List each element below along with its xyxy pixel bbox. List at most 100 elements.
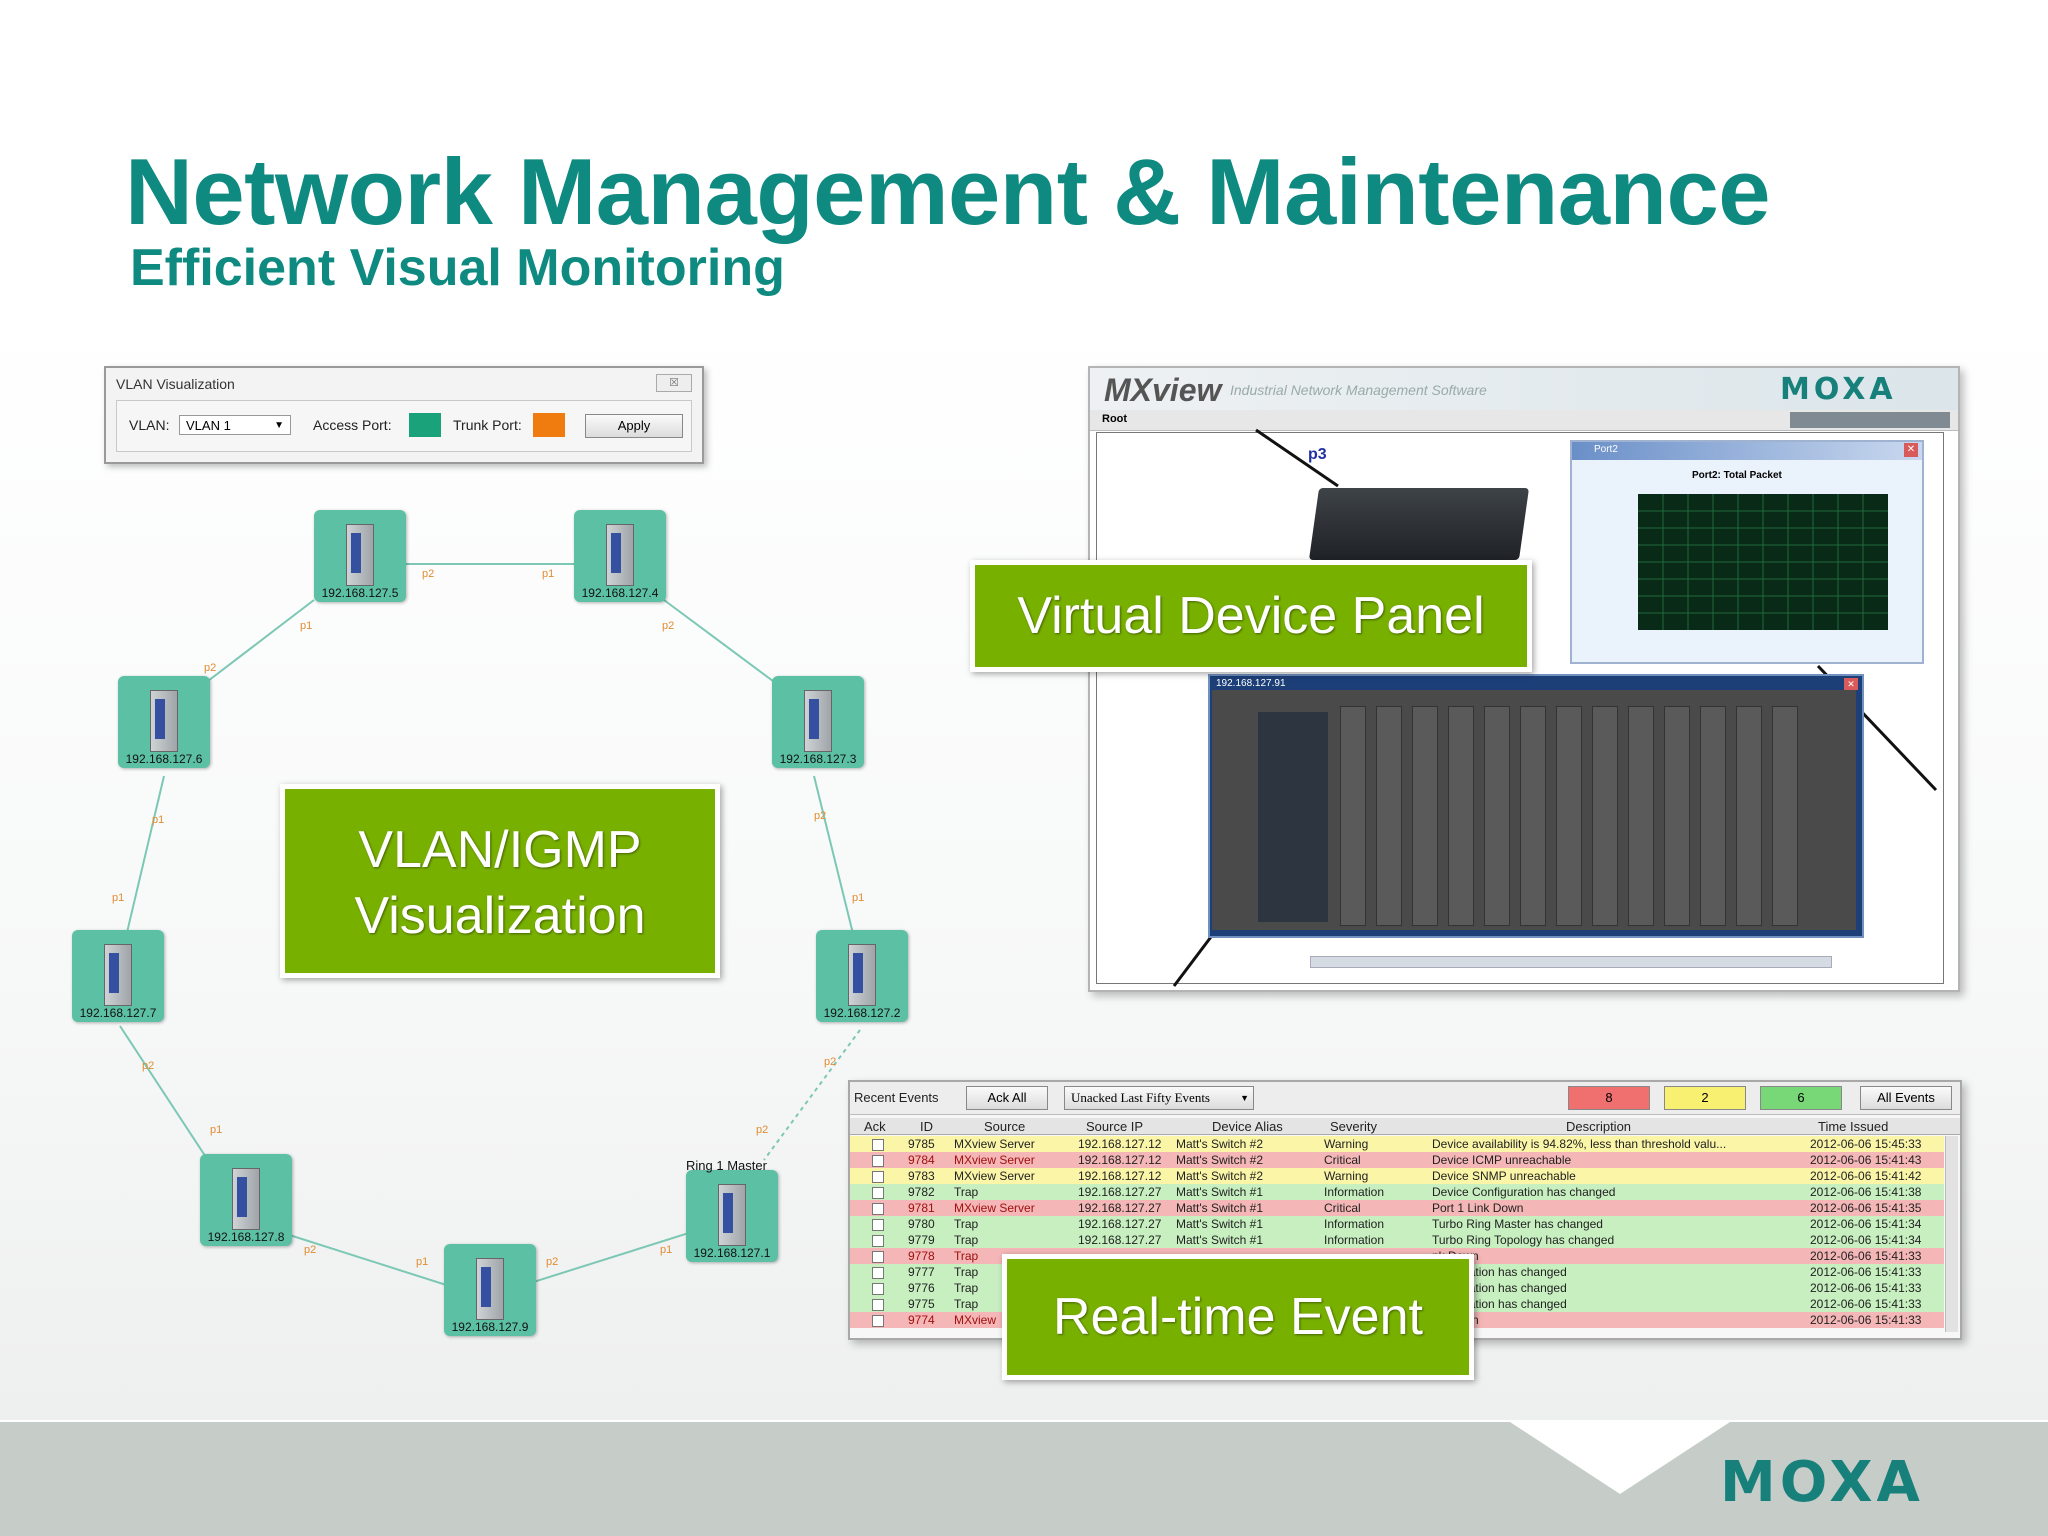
trunk-port-label: Trunk Port: bbox=[453, 417, 522, 433]
event-cell-source: Trap bbox=[954, 1249, 979, 1263]
ring-master-label: Ring 1 Master bbox=[686, 1158, 767, 1173]
window-title: VLAN Visualization bbox=[116, 376, 235, 392]
switch-node[interactable]: 192.168.127.9 bbox=[444, 1244, 536, 1336]
column-header[interactable]: Ack bbox=[864, 1119, 886, 1134]
node-ip: 192.168.127.8 bbox=[207, 1230, 285, 1244]
access-port-color-swatch[interactable] bbox=[409, 413, 441, 437]
event-cell-ip: 192.168.127.12 bbox=[1078, 1153, 1162, 1167]
vertical-scrollbar[interactable] bbox=[1945, 1136, 1958, 1332]
event-cell-severity: Information bbox=[1324, 1185, 1385, 1199]
horizontal-scrollbar[interactable] bbox=[1310, 956, 1832, 968]
event-cell-time: 2012-06-06 15:41:43 bbox=[1810, 1153, 1922, 1167]
port-label: p1 bbox=[300, 620, 313, 632]
warning-count-badge[interactable]: 2 bbox=[1664, 1086, 1746, 1110]
event-cell-id: 9785 bbox=[908, 1137, 935, 1151]
event-filter-select[interactable]: Unacked Last Fifty Events ▼ bbox=[1064, 1086, 1254, 1110]
event-cell-id: 9779 bbox=[908, 1233, 935, 1247]
chart-titlebar: Port2 ✕ bbox=[1572, 442, 1922, 460]
column-header[interactable]: Source IP bbox=[1086, 1119, 1144, 1134]
trunk-port-color-swatch[interactable] bbox=[533, 413, 565, 437]
event-cell-desc: Device availability is 94.82%, less than… bbox=[1432, 1137, 1727, 1151]
event-cell-desc: Device SNMP unreachable bbox=[1432, 1169, 1576, 1183]
switch-icon bbox=[346, 524, 374, 586]
toolbar-icons[interactable] bbox=[1790, 412, 1950, 428]
column-header[interactable]: Description bbox=[1566, 1119, 1632, 1134]
vlan-select[interactable]: VLAN 1 ▼ bbox=[179, 415, 291, 435]
column-header[interactable]: Time Issued bbox=[1818, 1119, 1889, 1134]
event-cell-source: MXview Server bbox=[954, 1201, 1035, 1215]
node-ip: 192.168.127.5 bbox=[321, 586, 399, 600]
event-cell-time: 2012-06-06 15:41:33 bbox=[1810, 1249, 1922, 1263]
ack-checkbox[interactable] bbox=[872, 1219, 884, 1231]
all-events-button[interactable]: All Events bbox=[1860, 1086, 1952, 1110]
event-cell-id: 9780 bbox=[908, 1217, 935, 1231]
port-label: p1 bbox=[416, 1256, 429, 1268]
port-label: p1 bbox=[542, 568, 555, 580]
port-label: p2 bbox=[304, 1244, 317, 1256]
switch-node[interactable]: 192.168.127.5 bbox=[314, 510, 406, 602]
event-cell-alias: Matt's Switch #2 bbox=[1176, 1137, 1263, 1151]
switch-node[interactable]: 192.168.127.2 bbox=[816, 930, 908, 1022]
slot-module bbox=[1448, 706, 1474, 926]
ack-checkbox[interactable] bbox=[872, 1171, 884, 1183]
port-label: p2 bbox=[814, 810, 827, 822]
close-icon[interactable]: ✕ bbox=[1904, 443, 1918, 457]
packet-chart-plot bbox=[1638, 494, 1888, 630]
mxview-subtitle: Industrial Network Management Software bbox=[1230, 382, 1487, 398]
event-cell-ip: 192.168.127.27 bbox=[1078, 1233, 1162, 1247]
ack-checkbox[interactable] bbox=[872, 1283, 884, 1295]
ack-checkbox[interactable] bbox=[872, 1203, 884, 1215]
event-cell-severity: Warning bbox=[1324, 1137, 1369, 1151]
switch-node[interactable]: 192.168.127.6 bbox=[118, 676, 210, 768]
ack-checkbox[interactable] bbox=[872, 1315, 884, 1327]
ack-checkbox[interactable] bbox=[872, 1299, 884, 1311]
port-label: p2 bbox=[204, 662, 217, 674]
ack-checkbox[interactable] bbox=[872, 1187, 884, 1199]
column-header[interactable]: Device Alias bbox=[1212, 1119, 1283, 1134]
moxa-logo: MOXA bbox=[1780, 372, 1897, 407]
mxview-header: MXview Industrial Network Management Sof… bbox=[1090, 368, 1958, 410]
ack-checkbox[interactable] bbox=[872, 1267, 884, 1279]
info-count-badge[interactable]: 6 bbox=[1760, 1086, 1842, 1110]
ack-checkbox[interactable] bbox=[872, 1251, 884, 1263]
link-2-1 bbox=[763, 1029, 861, 1161]
link-8-9 bbox=[279, 1231, 463, 1291]
ack-checkbox[interactable] bbox=[872, 1155, 884, 1167]
switch-node[interactable]: 192.168.127.8 bbox=[200, 1154, 292, 1246]
switch-node[interactable]: 192.168.127.1 bbox=[686, 1170, 778, 1262]
event-cell-id: 9783 bbox=[908, 1169, 935, 1183]
slot-module bbox=[1772, 706, 1798, 926]
events-table-header: Ack ID Source Source IP Device Alias Sev… bbox=[850, 1118, 1960, 1135]
event-cell-source: Trap bbox=[954, 1217, 979, 1231]
close-icon[interactable]: ✕ bbox=[1844, 678, 1858, 690]
ack-all-button[interactable]: Ack All bbox=[966, 1086, 1048, 1110]
virtual-device-chassis[interactable] bbox=[1212, 690, 1856, 930]
node-ip: 192.168.127.9 bbox=[451, 1320, 529, 1334]
apply-button[interactable]: Apply bbox=[585, 414, 683, 438]
event-cell-severity: Warning bbox=[1324, 1169, 1369, 1183]
column-header[interactable]: Source bbox=[984, 1119, 1026, 1134]
column-header[interactable]: ID bbox=[920, 1119, 933, 1134]
vlan-igmp-callout: VLAN/IGMP Visualization bbox=[280, 784, 720, 978]
column-header[interactable]: Severity bbox=[1330, 1119, 1377, 1134]
event-cell-time: 2012-06-06 15:41:34 bbox=[1810, 1233, 1922, 1247]
ack-checkbox[interactable] bbox=[872, 1235, 884, 1247]
switch-node[interactable]: 192.168.127.7 bbox=[72, 930, 164, 1022]
event-cell-source: Trap bbox=[954, 1281, 979, 1295]
root-breadcrumb[interactable]: Root bbox=[1102, 413, 1128, 425]
switch-node[interactable]: 192.168.127.3 bbox=[772, 676, 864, 768]
event-cell-time: 2012-06-06 15:41:33 bbox=[1810, 1281, 1922, 1295]
callout-line: VLAN/IGMP bbox=[358, 821, 642, 879]
ack-checkbox[interactable] bbox=[872, 1139, 884, 1151]
critical-count-badge[interactable]: 8 bbox=[1568, 1086, 1650, 1110]
switch-node[interactable]: 192.168.127.4 bbox=[574, 510, 666, 602]
switch-icon bbox=[848, 944, 876, 1006]
close-icon[interactable]: ☒ bbox=[656, 374, 692, 392]
